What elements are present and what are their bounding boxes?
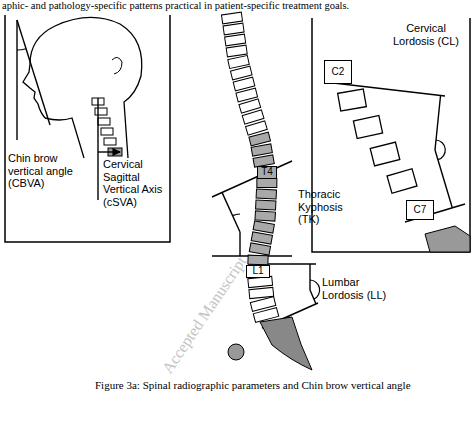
vertebra bbox=[353, 115, 382, 138]
panel-frame bbox=[312, 18, 470, 252]
vertebra bbox=[251, 232, 272, 244]
angle-arc bbox=[233, 214, 240, 216]
vertical-line bbox=[16, 20, 17, 140]
vertebra bbox=[104, 138, 116, 145]
vertebra bbox=[248, 255, 268, 265]
vertebra bbox=[387, 169, 417, 193]
vertebra bbox=[95, 108, 107, 115]
vertebra-label: C2 bbox=[332, 67, 345, 77]
cervical-vertebrae bbox=[338, 89, 417, 193]
femoral-head bbox=[228, 344, 244, 360]
t1-vertebra bbox=[425, 226, 470, 252]
vertebra bbox=[98, 118, 110, 125]
perpendicular-line bbox=[222, 192, 240, 232]
parameter-label: Lumbar Lordosis (LL) bbox=[322, 276, 392, 301]
perpendicular-line bbox=[435, 95, 441, 150]
vertebra bbox=[253, 221, 274, 233]
vertebra-box: T4 bbox=[257, 166, 277, 179]
vertebra bbox=[223, 23, 244, 35]
ear bbox=[112, 57, 122, 74]
parameter-label: Chin brow vertical angle (CBVA) bbox=[8, 152, 90, 190]
endplate-line bbox=[212, 161, 292, 197]
perpendicular-line bbox=[309, 264, 310, 290]
parameter-label: Thoracic Kyphosis (TK) bbox=[298, 188, 360, 226]
vertebra-box: C7 bbox=[406, 200, 434, 220]
offset-line bbox=[98, 151, 120, 152]
vertebra bbox=[249, 243, 270, 255]
vertebra bbox=[255, 211, 276, 221]
perpendicular-line bbox=[239, 232, 240, 256]
vertebra bbox=[249, 132, 271, 146]
parameter-label: Cervical Sagittal Vertical Axis (cSVA) bbox=[103, 158, 165, 209]
perpendicular-line bbox=[310, 290, 316, 304]
angle-arc bbox=[17, 49, 26, 50]
vertebra bbox=[226, 45, 247, 57]
vertebra-label: C7 bbox=[414, 205, 427, 215]
vertebra-label: L1 bbox=[252, 266, 263, 276]
vertebra bbox=[228, 55, 249, 68]
neck-vertebrae bbox=[92, 98, 122, 156]
figure-caption: Figure 3a: Spinal radiographic parameter… bbox=[95, 379, 411, 392]
head-outline bbox=[23, 17, 142, 158]
vertebra bbox=[338, 89, 367, 111]
vertebra bbox=[248, 276, 273, 287]
vertebra-box: C2 bbox=[324, 60, 352, 84]
perpendicular-line bbox=[435, 150, 452, 208]
angle-arc bbox=[436, 140, 445, 160]
vertebra bbox=[101, 128, 113, 135]
sacrum bbox=[260, 317, 312, 370]
head-profile bbox=[23, 17, 142, 158]
endplate-line bbox=[325, 82, 445, 96]
plumb-line bbox=[97, 98, 98, 200]
vertebra-label: T4 bbox=[261, 167, 273, 177]
angle-arc bbox=[310, 280, 320, 299]
vertebra-box: L1 bbox=[246, 265, 270, 278]
chin-brow-line bbox=[17, 20, 50, 125]
vertebra bbox=[257, 178, 277, 187]
vertebra bbox=[253, 308, 279, 323]
running-text: aphic- and pathology-specific patterns p… bbox=[2, 0, 349, 12]
panel-frame bbox=[5, 15, 170, 242]
vertebra bbox=[221, 12, 242, 24]
vertebra bbox=[225, 34, 246, 46]
vertebra bbox=[370, 142, 400, 166]
vertebra bbox=[256, 200, 276, 210]
vertebra bbox=[249, 287, 274, 298]
parameter-label: Cervical Lordosis (CL) bbox=[390, 22, 462, 47]
vertebra bbox=[251, 144, 272, 156]
vertebra bbox=[256, 189, 276, 199]
